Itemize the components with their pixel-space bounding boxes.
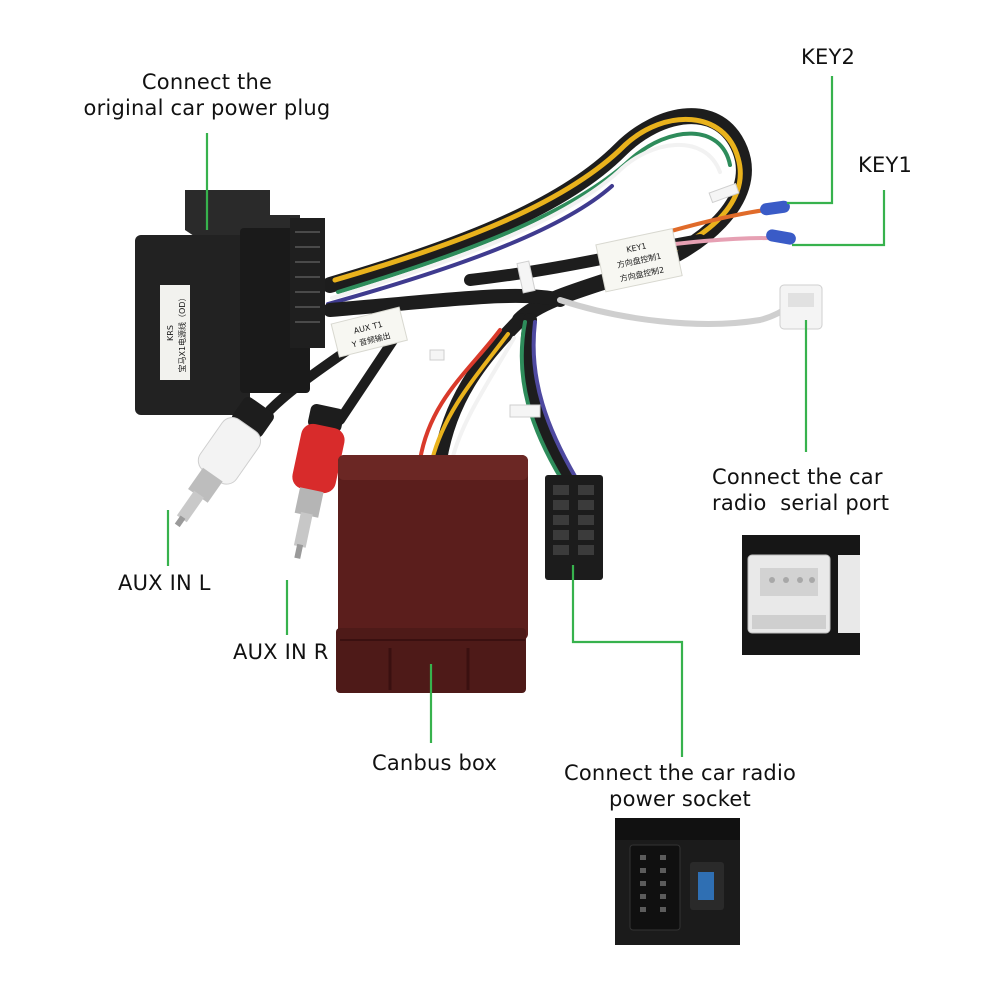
label-power-plug-line1: Connect the [141, 70, 273, 94]
plug-sticker: KRS 宝马X1电源线（OD） [160, 285, 190, 380]
canbus-box-icon [336, 455, 528, 693]
label-serial-port-line2: radio serial port [712, 491, 890, 515]
rca-plug-white-icon [174, 396, 274, 528]
label-canbus-box: Canbus box [372, 751, 498, 775]
key-wire-tips-icon [760, 200, 796, 245]
leader-lines [166, 76, 886, 757]
serial-port-connector-icon [742, 535, 860, 655]
key-wire-tag: KEY1 方向盘控制1 方向盘控制2 [595, 228, 683, 293]
radio-power-connector-icon [615, 818, 740, 945]
leader-key2 [787, 76, 834, 205]
plug-sticker-line2: 宝马X1电源线（OD） [177, 293, 187, 372]
aux-wire-tag: AUX T1 Y 音频输出 [330, 306, 408, 358]
power-plug-icon: KRS 宝马X1电源线（OD） [135, 190, 325, 415]
wire-bundle [265, 108, 803, 487]
plug-sticker-line1: KRS [166, 325, 175, 341]
leader-key1 [792, 190, 886, 247]
label-serial-port: Connect the car radio serial port [712, 464, 889, 516]
label-aux-in-r: AUX IN R [233, 640, 329, 664]
label-power-plug: Connect the original car power plug [82, 69, 332, 121]
label-power-socket-line2: power socket [609, 787, 751, 811]
leader-power-socket [571, 565, 684, 757]
label-power-socket: Connect the car radio power socket [560, 760, 800, 812]
label-key1: KEY1 [858, 153, 913, 177]
radio-socket-plug-icon [545, 475, 603, 580]
key-tag-line1: KEY1 [626, 241, 648, 254]
rca-plug-red-icon [292, 404, 345, 559]
serial-cable-plug-icon [779, 284, 823, 330]
label-power-plug-line2: original car power plug [83, 96, 331, 120]
label-key2: KEY2 [801, 45, 856, 69]
label-serial-port-line1: Connect the car [712, 465, 883, 489]
label-aux-in-l: AUX IN L [118, 571, 211, 595]
label-power-socket-line1: Connect the car radio [563, 761, 797, 785]
